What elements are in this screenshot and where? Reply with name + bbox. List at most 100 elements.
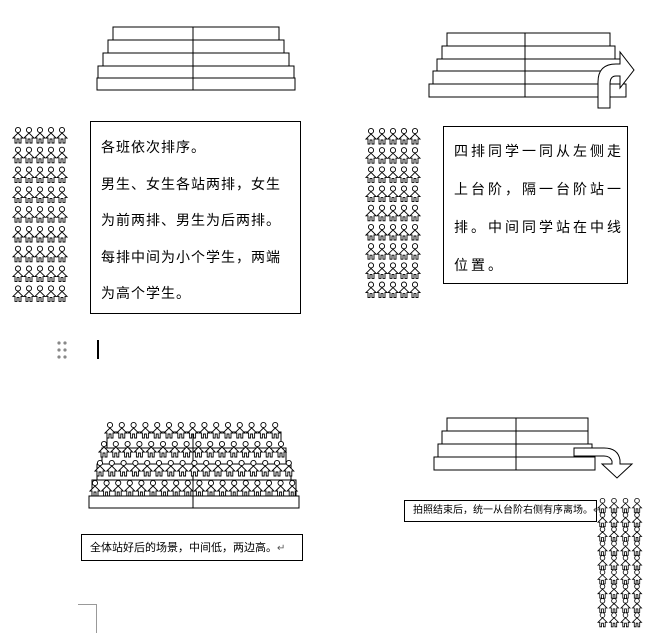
person-icon bbox=[597, 598, 608, 613]
person-icon bbox=[274, 479, 287, 497]
person-icon bbox=[44, 245, 58, 263]
person-icon bbox=[386, 262, 400, 279]
person-icon bbox=[22, 265, 36, 283]
person-icon bbox=[397, 262, 411, 279]
person-icon bbox=[192, 440, 205, 458]
person-icon bbox=[375, 223, 389, 241]
person-icon bbox=[33, 206, 47, 223]
student-group-exit bbox=[597, 497, 643, 628]
person-icon bbox=[22, 186, 36, 203]
text-cursor[interactable] bbox=[97, 340, 99, 359]
person-icon bbox=[176, 459, 189, 477]
person-icon bbox=[33, 146, 47, 164]
person-icon bbox=[158, 479, 171, 497]
person-icon bbox=[198, 421, 211, 439]
paragraph-mark: ↵ bbox=[593, 505, 602, 516]
person-icon bbox=[364, 204, 378, 222]
person-icon bbox=[188, 459, 201, 477]
person-icon bbox=[375, 281, 389, 299]
person-icon bbox=[408, 204, 422, 222]
person-icon bbox=[408, 185, 422, 203]
person-icon bbox=[55, 245, 69, 263]
person-icon bbox=[375, 262, 389, 279]
person-icon bbox=[631, 612, 643, 628]
person-icon bbox=[33, 265, 47, 283]
person-icon bbox=[204, 440, 217, 458]
person-icon bbox=[397, 204, 411, 222]
step1-line: 为高个学生。 bbox=[101, 286, 191, 302]
person-icon bbox=[151, 421, 164, 439]
person-icon bbox=[631, 526, 643, 542]
page-corner-mark bbox=[78, 604, 97, 633]
caption-text: 拍照结束后，统一从台阶右侧有序离场。 bbox=[413, 505, 593, 516]
person-icon bbox=[55, 166, 69, 184]
person-icon bbox=[364, 147, 378, 164]
person-icon bbox=[597, 569, 608, 585]
person-icon bbox=[397, 223, 411, 241]
person-icon bbox=[257, 421, 270, 439]
drag-handle-icon[interactable] bbox=[57, 341, 67, 359]
person-icon bbox=[263, 440, 276, 458]
person-icon bbox=[245, 421, 258, 439]
person-icon bbox=[608, 598, 620, 613]
person-icon bbox=[11, 146, 25, 164]
person-icon bbox=[408, 281, 422, 299]
person-icon bbox=[386, 223, 400, 241]
person-icon bbox=[397, 281, 411, 299]
person-icon bbox=[11, 265, 25, 283]
person-icon bbox=[55, 146, 69, 164]
person-icon bbox=[97, 440, 111, 458]
person-icon bbox=[597, 497, 608, 513]
person-icon bbox=[55, 225, 69, 243]
person-icon bbox=[22, 225, 36, 243]
person-icon bbox=[55, 126, 69, 144]
person-icon bbox=[408, 147, 422, 164]
person-icon bbox=[33, 166, 47, 184]
person-icon bbox=[386, 147, 400, 164]
person-icon bbox=[44, 126, 58, 144]
person-icon bbox=[364, 127, 378, 145]
person-icon bbox=[262, 479, 276, 497]
person-icon bbox=[129, 459, 142, 477]
caption-standing-scene: 全体站好后的场景，中间低，两边高。↵ bbox=[81, 534, 303, 561]
person-icon bbox=[162, 421, 176, 439]
person-icon bbox=[364, 262, 378, 279]
person-icon bbox=[115, 421, 128, 439]
person-icon bbox=[22, 126, 36, 144]
person-icon bbox=[105, 459, 118, 477]
person-icon bbox=[109, 440, 122, 458]
person-icon bbox=[375, 166, 389, 183]
person-icon bbox=[170, 479, 183, 497]
person-icon bbox=[103, 421, 117, 439]
person-icon bbox=[11, 285, 25, 302]
person-icon bbox=[597, 583, 608, 599]
curved-arrow-icon bbox=[597, 50, 635, 109]
person-icon bbox=[215, 440, 229, 458]
person-icon bbox=[11, 166, 25, 184]
person-icon bbox=[164, 459, 177, 477]
person-icon bbox=[597, 555, 608, 571]
person-icon bbox=[100, 479, 113, 497]
exit-arrow-icon bbox=[573, 447, 634, 479]
person-icon bbox=[364, 281, 378, 299]
person-icon bbox=[608, 612, 620, 628]
person-icon bbox=[141, 459, 154, 477]
person-icon bbox=[375, 185, 389, 203]
person-icon bbox=[33, 186, 47, 203]
person-icon bbox=[22, 206, 36, 223]
person-icon bbox=[608, 512, 620, 528]
step2-line: 排。中间同学站在中线 bbox=[454, 220, 624, 236]
person-icon bbox=[386, 185, 400, 203]
person-icon bbox=[286, 479, 299, 497]
step2-text-box: 四排同学一同从左侧走 上台阶，隔一台阶站一 排。中间同学站在中线 位置。 bbox=[443, 126, 628, 284]
person-icon bbox=[22, 285, 36, 302]
person-icon bbox=[408, 262, 422, 279]
person-icon bbox=[33, 126, 47, 144]
person-icon bbox=[135, 479, 148, 497]
person-icon bbox=[44, 206, 58, 223]
person-icon bbox=[386, 166, 400, 183]
person-icon bbox=[239, 440, 252, 458]
